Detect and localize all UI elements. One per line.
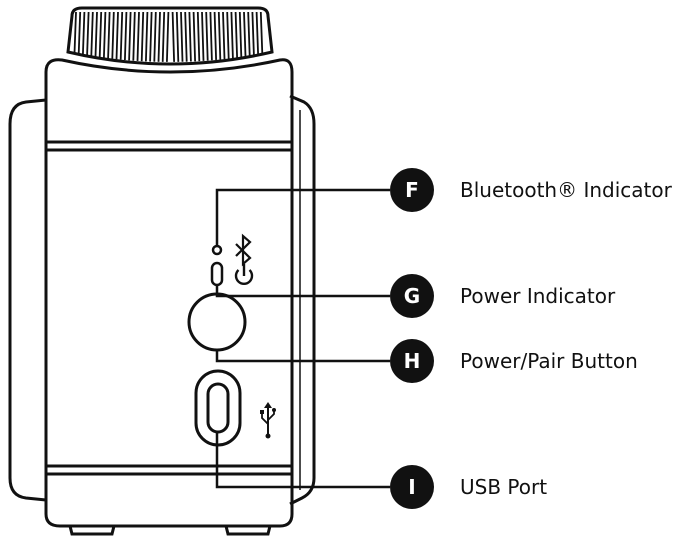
knurl-ridge [107,11,111,59]
knurl-ridge [247,11,251,56]
knurl-ridge [230,11,234,59]
knurl-ridge [90,11,94,57]
knurl-ridge [128,11,132,61]
knurl-ridge [188,11,192,62]
knurl-ridge [166,11,170,62]
callout-f-label: Bluetooth® Indicator [460,178,673,202]
knurl-ridge [213,11,217,60]
power-icon [234,264,254,285]
knurl-ridge [86,11,90,56]
power-pair-button[interactable] [187,292,247,352]
knurl-ridge [243,11,247,57]
knurl-ridge [251,11,255,56]
knurl-ridge [98,11,103,58]
knurl-ridge [136,11,140,61]
callout-h-label: Power/Pair Button [460,349,638,373]
callout-f-letter: F [405,178,419,202]
callout-g: G Power Indicator [390,274,616,318]
knurl-ridge [73,11,77,54]
knurl-ridge [205,11,209,61]
knurl-ridge [145,11,149,62]
bluetooth-indicator-led [211,244,223,256]
knurl-ridge [217,11,222,60]
knurl-ridge [149,11,153,62]
knurl-ridge [153,11,157,62]
callout-i-label: USB Port [460,475,547,499]
callout-i: I USB Port [390,465,547,509]
speaker-body [8,58,316,536]
dial-knurling [73,11,264,62]
callout-f: F Bluetooth® Indicator [390,168,673,212]
knurl-ridge [140,11,145,62]
power-indicator-led [210,261,224,287]
knurl-ridge [209,11,213,61]
knurl-ridge [201,11,205,61]
callout-i-letter: I [408,475,415,499]
callout-g-letter: G [404,284,420,308]
knurl-ridge [77,11,82,54]
knurl-ridge [255,11,259,55]
callout-g-label: Power Indicator [460,284,616,308]
knurl-ridge [119,11,124,60]
knurl-ridge [175,11,180,62]
knurl-ridge [238,11,243,58]
knurl-ridge [124,11,128,61]
knurl-ridge [222,11,226,60]
knurl-ridge [259,11,264,54]
callout-h-letter: H [404,349,421,373]
callout-h: H Power/Pair Button [390,339,638,383]
knurl-ridge [82,11,86,55]
bluetooth-icon [235,233,252,267]
knurl-ridge [115,11,119,60]
knurl-ridge [180,11,184,62]
knurl-ridge [111,11,115,59]
knurl-ridge [226,11,230,59]
usb-icon [260,402,276,439]
knurl-ridge [103,11,107,58]
knurl-ridge [234,11,238,58]
knurl-ridge [94,11,98,57]
knurl-ridge [132,11,136,61]
knurl-ridge [192,11,196,62]
top-dial [66,6,274,66]
knurl-ridge [161,11,166,62]
knurl-ridge [157,11,161,62]
knurl-ridge [184,11,188,62]
leader-lines [215,188,390,489]
knurl-ridge [196,11,201,62]
knurl-ridge [171,11,175,62]
